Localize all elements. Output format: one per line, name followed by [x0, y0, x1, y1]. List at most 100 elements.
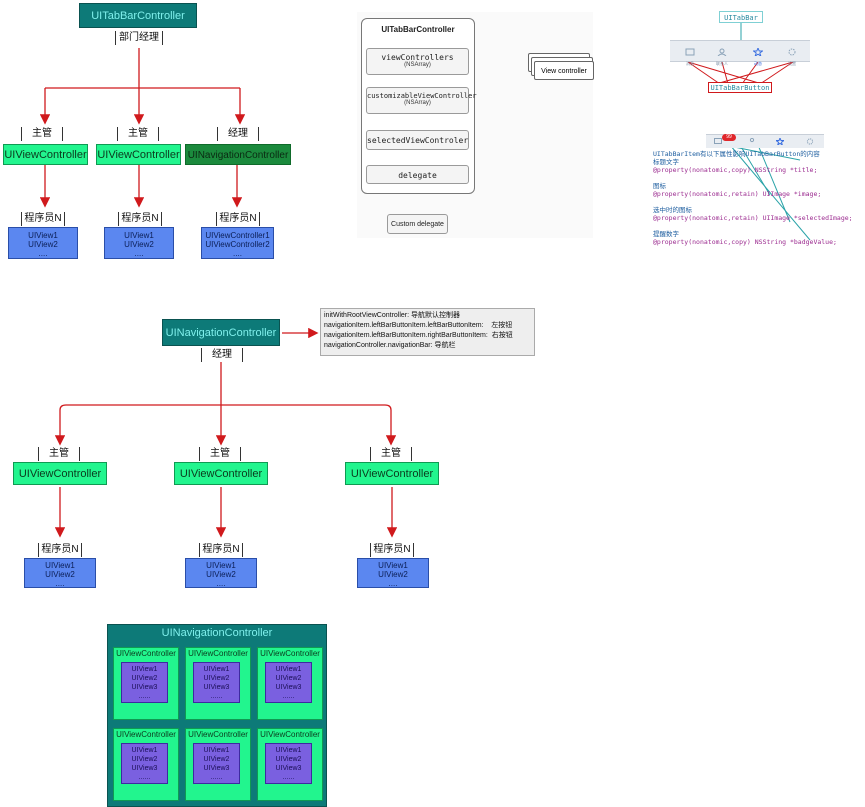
view-item: UIView1 [28, 231, 58, 240]
views-box: UIView1 UIView2 .... [8, 227, 78, 259]
tab-caption: 设置 [788, 61, 796, 66]
frame-title: UITabBarController [381, 25, 455, 34]
view-item: UIViewController2 [205, 240, 270, 249]
note-line: navigationItem.leftBarButtonItem.rightBa… [324, 332, 513, 339]
note-code: @property(nonatomic,retain) UIImage *sel… [653, 214, 853, 222]
person-icon [749, 138, 755, 143]
prop-name: selectedViewControler [367, 136, 469, 145]
note-code: @property(nonatomic,copy) NSString *titl… [653, 166, 818, 174]
nested-title: UINavigationController [161, 627, 273, 639]
nested-cell-title: UIViewController [116, 649, 176, 658]
view-item: UIViewController1 [205, 231, 270, 240]
view-item: UIView1 [124, 231, 154, 240]
prop-name: delegate [398, 171, 437, 180]
nested-view-item: UIView3 [203, 684, 230, 691]
tab-caption: 消息 [686, 61, 694, 66]
nested-view-item: ...... [282, 693, 295, 700]
note-code: @property(nonatomic,copy) NSString *badg… [653, 238, 837, 246]
nested-view-item: UIView3 [203, 765, 230, 772]
nav-note-box: initWithRootViewController: 导航默认控制器 navi… [320, 308, 535, 356]
nested-view-item: UIView3 [131, 684, 158, 691]
nested-view-item: UIView2 [275, 675, 302, 682]
nested-view-item: UIView1 [275, 666, 302, 673]
nested-view-item: ...... [210, 774, 223, 781]
nested-view-item: ...... [138, 693, 151, 700]
tab-dynamic[interactable]: 动态 [748, 43, 768, 66]
nested-view-item: UIView2 [131, 756, 158, 763]
views-box: UIView1 UIView2 .... [185, 558, 257, 588]
view-item: UIView2 [378, 570, 408, 579]
note-label: 提醒数字 [653, 230, 679, 238]
view-item: UIView2 [206, 570, 236, 579]
custom-delegate-box: Custom delegate [387, 214, 448, 234]
gear-icon [806, 138, 814, 145]
view-controllers-box: UIViewController1 UIViewController2 .... [201, 227, 274, 259]
nested-cell-title: UIViewController [260, 730, 320, 739]
notes-header: UITabBarItem有以下属性影响UITabBarButton的内容 [653, 150, 820, 158]
prop-delegate: delegate [366, 165, 469, 184]
dept-manager-label: 部门经理 [115, 31, 163, 45]
view-controller-node: UIViewController [3, 144, 88, 165]
uitabbarbutton-label: UITabBarButton [708, 82, 772, 93]
nested-view-item: UIView2 [203, 756, 230, 763]
nested-view-item: UIView1 [203, 666, 230, 673]
person-icon [717, 48, 727, 57]
nested-view-item: ...... [210, 693, 223, 700]
note-label: 选中时的图标 [653, 206, 692, 214]
view-item: UIView2 [28, 240, 58, 249]
tabbar-strip: 消息 联系人 动态 设置 [670, 40, 810, 66]
tab-contacts[interactable]: 联系人 [712, 43, 732, 66]
manager-label: 经理 [217, 127, 259, 141]
view-item: UIView1 [45, 561, 75, 570]
nested-view-item: UIView2 [131, 675, 158, 682]
view-controller-node: UIViewController [345, 462, 439, 485]
nested-view-item: UIView1 [275, 747, 302, 754]
view-item: .... [388, 579, 398, 588]
prop-customizable: customizableViewController (NSArray) [366, 87, 477, 114]
view-item: UIView2 [45, 570, 75, 579]
nested-view-item: UIView2 [203, 675, 230, 682]
programmer-label: 程序员N [38, 543, 82, 557]
badge: 99 [722, 134, 736, 141]
views-box: UIView1 UIView2 .... [357, 558, 429, 588]
view-controller-node: UIViewController [174, 462, 268, 485]
view-item: UIView1 [378, 561, 408, 570]
note-line: navigationItem.leftBarButtonItem.leftBar… [324, 322, 513, 329]
programmer-label: 程序员N [370, 543, 414, 557]
supervisor-label: 主管 [370, 447, 412, 461]
prop-type: (NSArray) [404, 100, 431, 106]
nested-view-item: UIView3 [275, 765, 302, 772]
nested-cell-title: UIViewController [260, 649, 320, 658]
view-item: UIView2 [124, 240, 154, 249]
view-controller-node: UIViewController [96, 144, 181, 165]
navigation-controller-node: UINavigationController [162, 319, 280, 346]
prop-selected: selectedViewControler [366, 130, 469, 150]
view-item: .... [55, 579, 65, 588]
tabbar-item-notes: UITabBarItem有以下属性影响UITabBarButton的内容 标题文… [653, 150, 863, 246]
programmer-label: 程序员N [199, 543, 243, 557]
tab-message[interactable]: 消息 [680, 43, 700, 66]
views-box: UIView1 UIView2 .... [24, 558, 96, 588]
nested-view-item: UIView3 [131, 765, 158, 772]
nested-cell-title: UIViewController [188, 649, 248, 658]
gear-icon [788, 48, 796, 56]
supervisor-label: 主管 [21, 127, 63, 141]
nested-view-item: UIView3 [275, 684, 302, 691]
note-line: navigationController.navigationBar: 导航栏 [324, 342, 456, 349]
nested-view-item: ...... [282, 774, 295, 781]
programmer-label: 程序员N [118, 212, 162, 226]
nested-view-item: UIView2 [275, 756, 302, 763]
star-icon [751, 46, 765, 58]
tab-settings[interactable]: 设置 [782, 43, 802, 66]
uitabbar-label: UITabBar [719, 11, 763, 23]
view-item: .... [38, 249, 48, 258]
